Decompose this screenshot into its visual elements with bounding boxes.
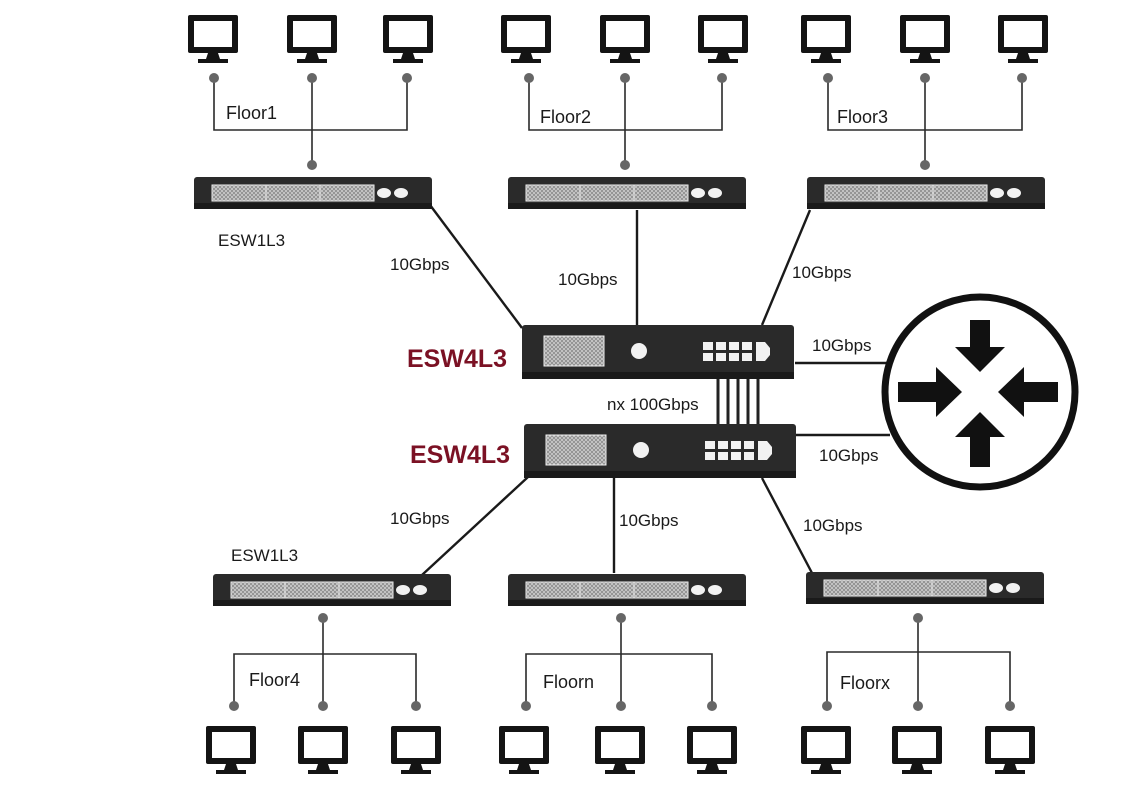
link-speed-top-mid: 10Gbps xyxy=(558,270,618,289)
floor1-computers xyxy=(188,15,433,63)
floorn-computers xyxy=(499,726,737,774)
floor4-label: Floor4 xyxy=(249,670,300,690)
router-icon xyxy=(881,293,1079,491)
monitor-icon xyxy=(698,15,748,63)
access-switch-icon xyxy=(507,176,747,210)
monitor-icon xyxy=(287,15,337,63)
link-speed-bottom-right: 10Gbps xyxy=(803,516,863,535)
link-speed-bottom-mid: 10Gbps xyxy=(619,511,679,530)
floor2-wiring xyxy=(524,73,727,170)
monitor-icon xyxy=(600,15,650,63)
floorx-computers xyxy=(801,726,1035,774)
monitor-icon xyxy=(383,15,433,63)
link-speed-core-interlink: nx 100Gbps xyxy=(607,395,699,414)
monitor-icon xyxy=(188,15,238,63)
floor3-wiring xyxy=(823,73,1027,170)
monitor-icon xyxy=(892,726,942,774)
floor2-computers xyxy=(501,15,748,63)
monitor-icon xyxy=(499,726,549,774)
monitor-icon xyxy=(900,15,950,63)
monitor-icon xyxy=(501,15,551,63)
floorx-label: Floorx xyxy=(840,673,890,693)
floorn-wiring xyxy=(521,613,717,711)
link-speed-top-right: 10Gbps xyxy=(792,263,852,282)
access-switch-icon xyxy=(212,573,452,607)
access-switch-icon xyxy=(193,176,433,210)
monitor-icon xyxy=(985,726,1035,774)
floor2-label: Floor2 xyxy=(540,107,591,127)
core-switch-upper-label: ESW4L3 xyxy=(407,345,507,373)
floor1-wiring xyxy=(209,73,412,170)
monitor-icon xyxy=(687,726,737,774)
monitor-icon xyxy=(595,726,645,774)
core-switch-lower-label: ESW4L3 xyxy=(410,441,510,469)
access-switch-icon xyxy=(806,176,1046,210)
floor1-label: Floor1 xyxy=(226,103,277,123)
monitor-icon xyxy=(998,15,1048,63)
floor3-computers xyxy=(801,15,1048,63)
core-switch-icon xyxy=(521,324,795,380)
monitor-icon xyxy=(206,726,256,774)
monitor-icon xyxy=(391,726,441,774)
access-switch-bottom-label: ESW1L3 xyxy=(231,546,298,565)
access-switch-icon xyxy=(805,571,1045,605)
core-switch-icon xyxy=(523,423,797,479)
link-speed-lower-router: 10Gbps xyxy=(819,446,879,465)
floorn-label: Floorn xyxy=(543,672,594,692)
monitor-icon xyxy=(298,726,348,774)
access-switch-top-label: ESW1L3 xyxy=(218,231,285,250)
floor3-label: Floor3 xyxy=(837,107,888,127)
link-speed-upper-router: 10Gbps xyxy=(812,336,872,355)
access-switch-icon xyxy=(507,573,747,607)
monitor-icon xyxy=(801,726,851,774)
floorx-wiring xyxy=(822,613,1015,711)
floor4-wiring xyxy=(229,613,421,711)
uplinks xyxy=(421,204,890,576)
floor4-computers xyxy=(206,726,441,774)
link-speed-bottom-left: 10Gbps xyxy=(390,509,450,528)
link-speed-top-left: 10Gbps xyxy=(390,255,450,274)
core-interlink-bus xyxy=(716,378,760,425)
monitor-icon xyxy=(801,15,851,63)
